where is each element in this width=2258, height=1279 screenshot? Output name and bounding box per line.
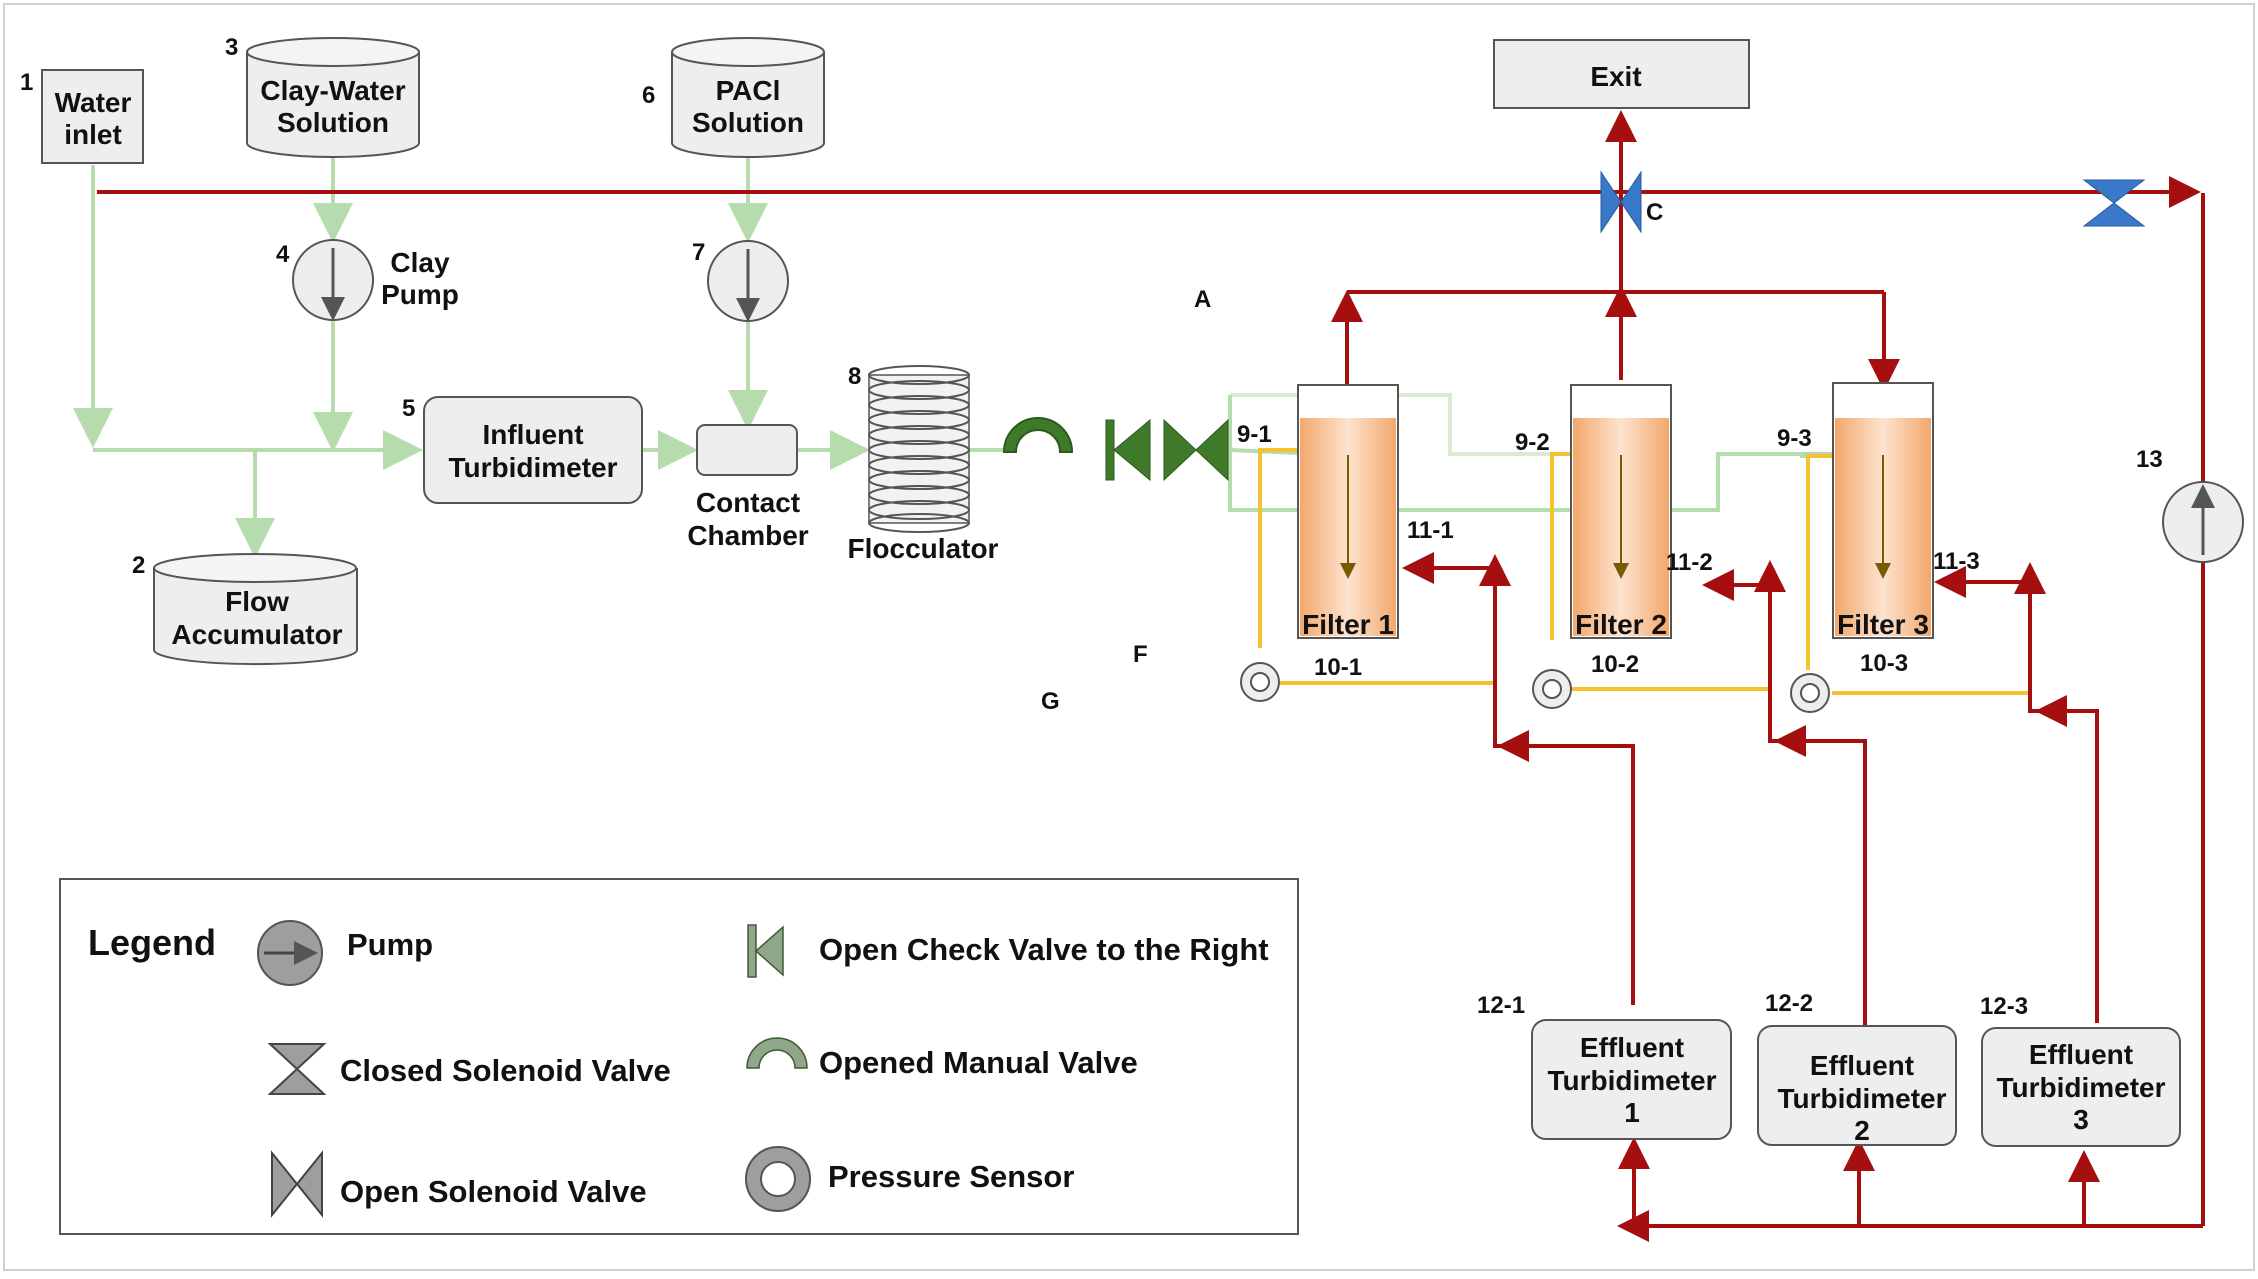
clay-water-solution-tank: Clay-Water Solution 3 xyxy=(225,34,420,158)
pacl-pump: 7 xyxy=(692,239,789,322)
exit-label: Exit xyxy=(1590,61,1641,92)
pressure-sensor-3: 10-3 xyxy=(1790,650,1908,713)
legend-pump-icon xyxy=(257,920,323,986)
influent-turbidimeter-label-2: Turbidimeter xyxy=(448,452,617,483)
legend-pressure-sensor-label: Pressure Sensor xyxy=(828,1159,1074,1194)
filter-2-label: Filter 2 xyxy=(1575,609,1667,640)
effluent-turbidimeter-1-label-3: 1 xyxy=(1624,1097,1640,1128)
exit-box: Exit xyxy=(1493,39,1750,109)
clay-water-solution-label-2: Solution xyxy=(277,107,389,138)
effluent-turbidimeter-2: Effluent Turbidimeter 2 12-2 xyxy=(1757,990,1957,1146)
influent-turbidimeter-label-1: Influent xyxy=(482,419,583,450)
manual-valve-icon xyxy=(1002,417,1074,453)
effluent-turbidimeter-3-label-3: 3 xyxy=(2073,1104,2089,1135)
water-inlet-label-1: Water xyxy=(55,87,132,118)
effluent-turbidimeter-1-label-2: Turbidimeter xyxy=(1547,1065,1716,1096)
flow-accumulator-label-2: Accumulator xyxy=(171,619,342,650)
filter-3-label: Filter 3 xyxy=(1837,609,1929,640)
effluent-turbidimeter-3: Effluent Turbidimeter 3 12-3 xyxy=(1980,993,2181,1147)
legend-check-valve-icon xyxy=(747,924,784,978)
legend-manual-valve-icon xyxy=(746,1037,808,1069)
effluent-turbidimeter-1-number: 12-1 xyxy=(1477,992,1525,1019)
effluent-turbidimeter-1-label-1: Effluent xyxy=(1580,1032,1684,1063)
pressure-lines xyxy=(1258,448,2030,695)
pressure-sensor-2: 10-2 xyxy=(1532,651,1639,709)
legend-closed-valve-icon xyxy=(267,1043,327,1095)
pacl-solution-number: 6 xyxy=(642,82,655,109)
pressure-sensor-2-label: 10-2 xyxy=(1591,651,1639,678)
effluent-turbidimeter-2-number: 12-2 xyxy=(1765,990,1813,1017)
flocculator-number: 8 xyxy=(848,363,861,390)
effluent-turbidimeter-2-label-1: Effluent xyxy=(1810,1050,1914,1081)
valve-c-icon xyxy=(1600,170,1642,234)
filter-2-inlet-label: 9-2 xyxy=(1515,429,1550,456)
flocculator: Flocculator 8 xyxy=(848,363,999,564)
check-valve-icon xyxy=(1105,418,1151,482)
effluent-turbidimeter-3-label-1: Effluent xyxy=(2029,1039,2133,1070)
clay-water-solution-number: 3 xyxy=(225,34,238,61)
pressure-sensor-3-label: 10-3 xyxy=(1860,650,1908,677)
pump-13-number: 13 xyxy=(2136,446,2163,473)
contact-chamber-label-2: Chamber xyxy=(687,520,808,551)
filter-1: Filter 1 9-1 11-1 xyxy=(1237,384,1454,640)
effluent-turbidimeter-3-number: 12-3 xyxy=(1980,993,2028,1020)
pacl-pump-number: 7 xyxy=(692,239,705,266)
effluent-turbidimeter-1: Effluent Turbidimeter 1 12-1 xyxy=(1477,992,1732,1140)
flow-accumulator-label-1: Flow xyxy=(225,586,289,617)
clay-pump-number: 4 xyxy=(276,241,290,268)
pressure-sensor-1: 10-1 xyxy=(1240,654,1362,702)
legend-closed-valve-label: Closed Solenoid Valve xyxy=(340,1053,671,1088)
influent-turbidimeter-number: 5 xyxy=(402,395,415,422)
influent-turbidimeter: Influent Turbidimeter 5 xyxy=(402,395,643,504)
legend: Legend Pump Closed Solenoid Valve Open S… xyxy=(59,878,1299,1235)
contact-chamber-label-1: Contact xyxy=(696,487,800,518)
water-inlet-label-2: inlet xyxy=(64,119,122,150)
filter-1-outlet-label: 11-1 xyxy=(1407,517,1454,544)
filter-3: Filter 3 9-3 11-3 xyxy=(1777,382,1980,640)
water-inlet: Water inlet 1 xyxy=(20,69,144,164)
legend-check-valve-label: Open Check Valve to the Right xyxy=(819,932,1269,967)
legend-pump-label: Pump xyxy=(347,927,433,962)
point-label-a: A xyxy=(1194,286,1211,313)
pressure-sensor-1-label: 10-1 xyxy=(1314,654,1362,681)
open-solenoid-valve-icon xyxy=(1163,418,1229,482)
flocculator-label: Flocculator xyxy=(848,533,999,564)
flow-accumulator-number: 2 xyxy=(132,552,145,579)
clay-pump-label-2: Pump xyxy=(381,279,459,310)
closed-valve-icon xyxy=(2082,179,2146,227)
clay-water-solution-label-1: Clay-Water xyxy=(260,75,405,106)
legend-open-valve-label: Open Solenoid Valve xyxy=(340,1174,647,1209)
pacl-solution-tank: PACl Solution 6 xyxy=(642,37,825,158)
legend-pressure-sensor-icon xyxy=(745,1146,811,1212)
filter-2: Filter 2 9-2 11-2 xyxy=(1515,384,1713,640)
filter-1-label: Filter 1 xyxy=(1302,609,1394,640)
effluent-turbidimeter-2-label-3: 2 xyxy=(1854,1115,1870,1146)
contact-chamber: Contact Chamber xyxy=(687,424,809,551)
frame-border xyxy=(3,3,2255,1271)
legend-title: Legend xyxy=(88,922,216,963)
effluent-turbidimeter-2-label-2: Turbidimeter xyxy=(1777,1083,1946,1114)
clay-pump-label-1: Clay xyxy=(390,247,450,278)
effluent-lines xyxy=(97,110,2205,1242)
water-inlet-number: 1 xyxy=(20,69,33,96)
flow-accumulator-tank: Flow Accumulator 2 xyxy=(132,552,358,666)
point-label-g: G xyxy=(1041,688,1060,715)
legend-open-valve-icon xyxy=(271,1150,323,1218)
pump-13: 13 xyxy=(2136,446,2244,563)
pacl-solution-label-1: PACl xyxy=(716,75,781,106)
legend-manual-valve-label: Opened Manual Valve xyxy=(819,1045,1138,1080)
pacl-solution-label-2: Solution xyxy=(692,107,804,138)
filter-3-inlet-label: 9-3 xyxy=(1777,425,1812,452)
filter-2-outlet-label: 11-2 xyxy=(1666,549,1713,576)
filter-1-inlet-label: 9-1 xyxy=(1237,421,1272,448)
point-label-f: F xyxy=(1133,641,1148,668)
clay-pump: 4 Clay Pump xyxy=(276,239,459,321)
point-label-c: C xyxy=(1646,199,1663,226)
effluent-turbidimeter-3-label-2: Turbidimeter xyxy=(1996,1072,2165,1103)
filter-3-outlet-label: 11-3 xyxy=(1933,548,1980,575)
